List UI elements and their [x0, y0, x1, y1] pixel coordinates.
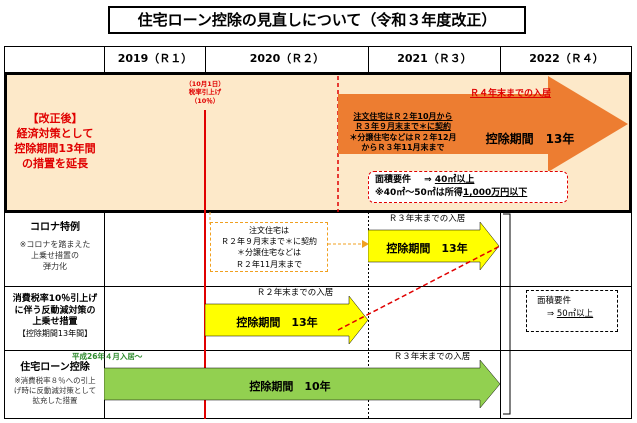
corona-deduction: 控除期間 13年	[386, 242, 468, 255]
loan-start-note: 平成26年４月入居～	[72, 352, 143, 361]
loan-deduction: 控除期間 10年	[249, 380, 331, 393]
loan-note: ※消費税率８％への引上 げ時に反動減対策として 拡充した措置	[13, 376, 97, 406]
loan-entry-note: Ｒ３年末までの入居	[393, 352, 471, 362]
reform-top-note: Ｒ４年末までの入居	[470, 89, 552, 99]
corona-arrow	[368, 222, 500, 270]
consumption-arrow	[205, 296, 369, 344]
tax-raise-marker: （10月1日） 税率引上げ （10％）	[185, 80, 225, 105]
page-title: 住宅ローン控除の見直しについて（令和３年度改正）	[108, 6, 526, 34]
reform-arrow	[338, 76, 628, 172]
loan-arrow	[104, 360, 501, 408]
consumption-requirements-box: 面積要件 ⇒ 50㎡以上	[526, 290, 618, 332]
corona-contract-note: 注文住宅は Ｒ２年９月末まで＊に契約 ＊分譲住宅などは Ｒ２年11月末まで	[210, 222, 328, 272]
reform-deduction: 控除期間 13年	[485, 132, 575, 146]
year-header-2020: 2020（Ｒ２）	[249, 52, 325, 65]
consumption-entry-note: Ｒ２年末までの入居	[256, 288, 334, 298]
corona-entry-note: Ｒ３年末までの入居	[388, 214, 466, 224]
corona-label: コロナ特例	[30, 222, 80, 233]
corona-note: ※コロナを踏まえた 上乗せ措置の 弾力化	[19, 240, 91, 271]
reform-contract-note: 注文住宅はＲ２年10月から Ｒ３年９月末まで＊に契約 ＊分譲住宅などはＲ２年12…	[349, 112, 457, 153]
reform-label: 【改正後】 経済対策として 控除期間13年間 の措置を延長	[14, 112, 96, 170]
reform-requirements-box: 面積要件 ⇒ 40㎡以上 ※40㎡～50㎡は所得1,000万円以下	[368, 171, 568, 203]
consumption-label: 消費税率10％引上げ に伴う反動減対策の 上乗せ措置 【控除期間13年間】	[12, 294, 98, 339]
year-header-2021: 2021（Ｒ３）	[397, 52, 472, 65]
corona-link-arrow	[328, 240, 369, 248]
loan-label: 住宅ローン控除	[20, 362, 90, 373]
year-header-2019: 2019（Ｒ１）	[117, 52, 193, 65]
extension-line-lower	[337, 245, 501, 331]
consumption-deduction: 控除期間 13年	[236, 316, 318, 329]
year-header-2022: 2022（Ｒ４）	[529, 52, 604, 65]
